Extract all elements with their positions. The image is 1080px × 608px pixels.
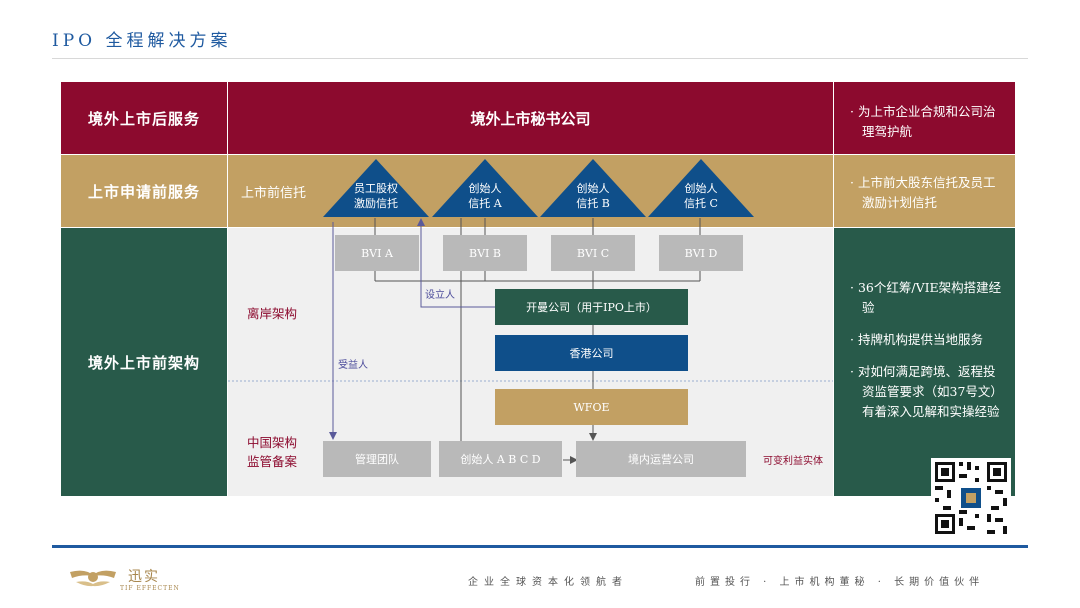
- side-note-post-listing: · 为上市企业合规和公司治理驾护航: [834, 82, 1015, 154]
- footer-slogan-2: 前置投行 · 上市机构董秘 · 长期价值伙伴: [695, 577, 985, 588]
- trust-label-3: 创始人信托 B: [576, 182, 610, 210]
- side-note-item-2: · 持牌机构提供当地服务: [850, 332, 983, 347]
- trust-label-2: 创始人信托 A: [468, 182, 502, 210]
- trust-triangle-3: [540, 159, 646, 217]
- china-structure-label: 中国架构监管备案: [247, 435, 298, 469]
- side-note-pre-structure: · 36个红筹/VIE架构搭建经验 · 持牌机构提供当地服务 · 对如何满足跨境…: [834, 228, 1015, 496]
- qr-code-icon: [931, 458, 1011, 538]
- wfoe-box: WFOE: [495, 389, 688, 425]
- title-divider: [52, 58, 1028, 59]
- page-title: IPO 全程解决方案: [52, 31, 232, 51]
- beneficiary-label: 受益人: [338, 360, 368, 371]
- trust-triangle-4: [648, 159, 754, 217]
- secretary-company: 境外上市秘书公司: [228, 82, 833, 154]
- trust-label: 上市前信托: [241, 186, 307, 201]
- side-note-text: · 上市前大股东信托及员工激励计划信托: [850, 175, 996, 210]
- cayman-company-box: 开曼公司（用于IPO上市）: [495, 289, 688, 325]
- management-team-box: 管理团队: [323, 441, 431, 477]
- row-label-pre-application: 上市申请前服务: [61, 155, 227, 227]
- logo-text: 迅实: [128, 569, 160, 585]
- offshore-label: 离岸架构: [247, 306, 298, 321]
- bvi-c-box: BVI C: [551, 235, 635, 271]
- hk-company-box: 香港公司: [495, 335, 688, 371]
- footer-slogan-1: 企业全球资本化领航者: [468, 577, 628, 588]
- trust-triangle-2: [432, 159, 538, 217]
- side-note-text: · 为上市企业合规和公司治理驾护航: [850, 104, 996, 139]
- side-note-item-3: · 对如何满足跨境、返程投资监管要求（如37号文）有着深入见解和实操经验: [850, 364, 1003, 419]
- logo-subtext: TIF EFFECTEN: [120, 585, 180, 592]
- bvi-a-box: BVI A: [335, 235, 419, 271]
- trust-label-4: 创始人信托 C: [684, 182, 718, 210]
- footer-divider: [52, 545, 1028, 548]
- side-note-item-1: · 36个红筹/VIE架构搭建经验: [850, 280, 1002, 315]
- settlor-label: 设立人: [425, 290, 455, 301]
- row-label-post-listing: 境外上市后服务: [61, 82, 227, 154]
- domestic-opco-box: 境内运营公司: [576, 441, 746, 477]
- vie-label: 可变利益实体: [763, 456, 823, 467]
- row-label-pre-structure: 境外上市前架构: [61, 228, 227, 496]
- trust-label-1: 员工股权激励信托: [354, 182, 398, 210]
- trust-triangle-1: [323, 159, 429, 217]
- side-note-pre-application: · 上市前大股东信托及员工激励计划信托: [834, 155, 1015, 227]
- bvi-d-box: BVI D: [659, 235, 743, 271]
- bvi-b-box: BVI B: [443, 235, 527, 271]
- logo-wings-icon: [70, 570, 116, 587]
- founders-box: 创始人 A B C D: [439, 441, 562, 477]
